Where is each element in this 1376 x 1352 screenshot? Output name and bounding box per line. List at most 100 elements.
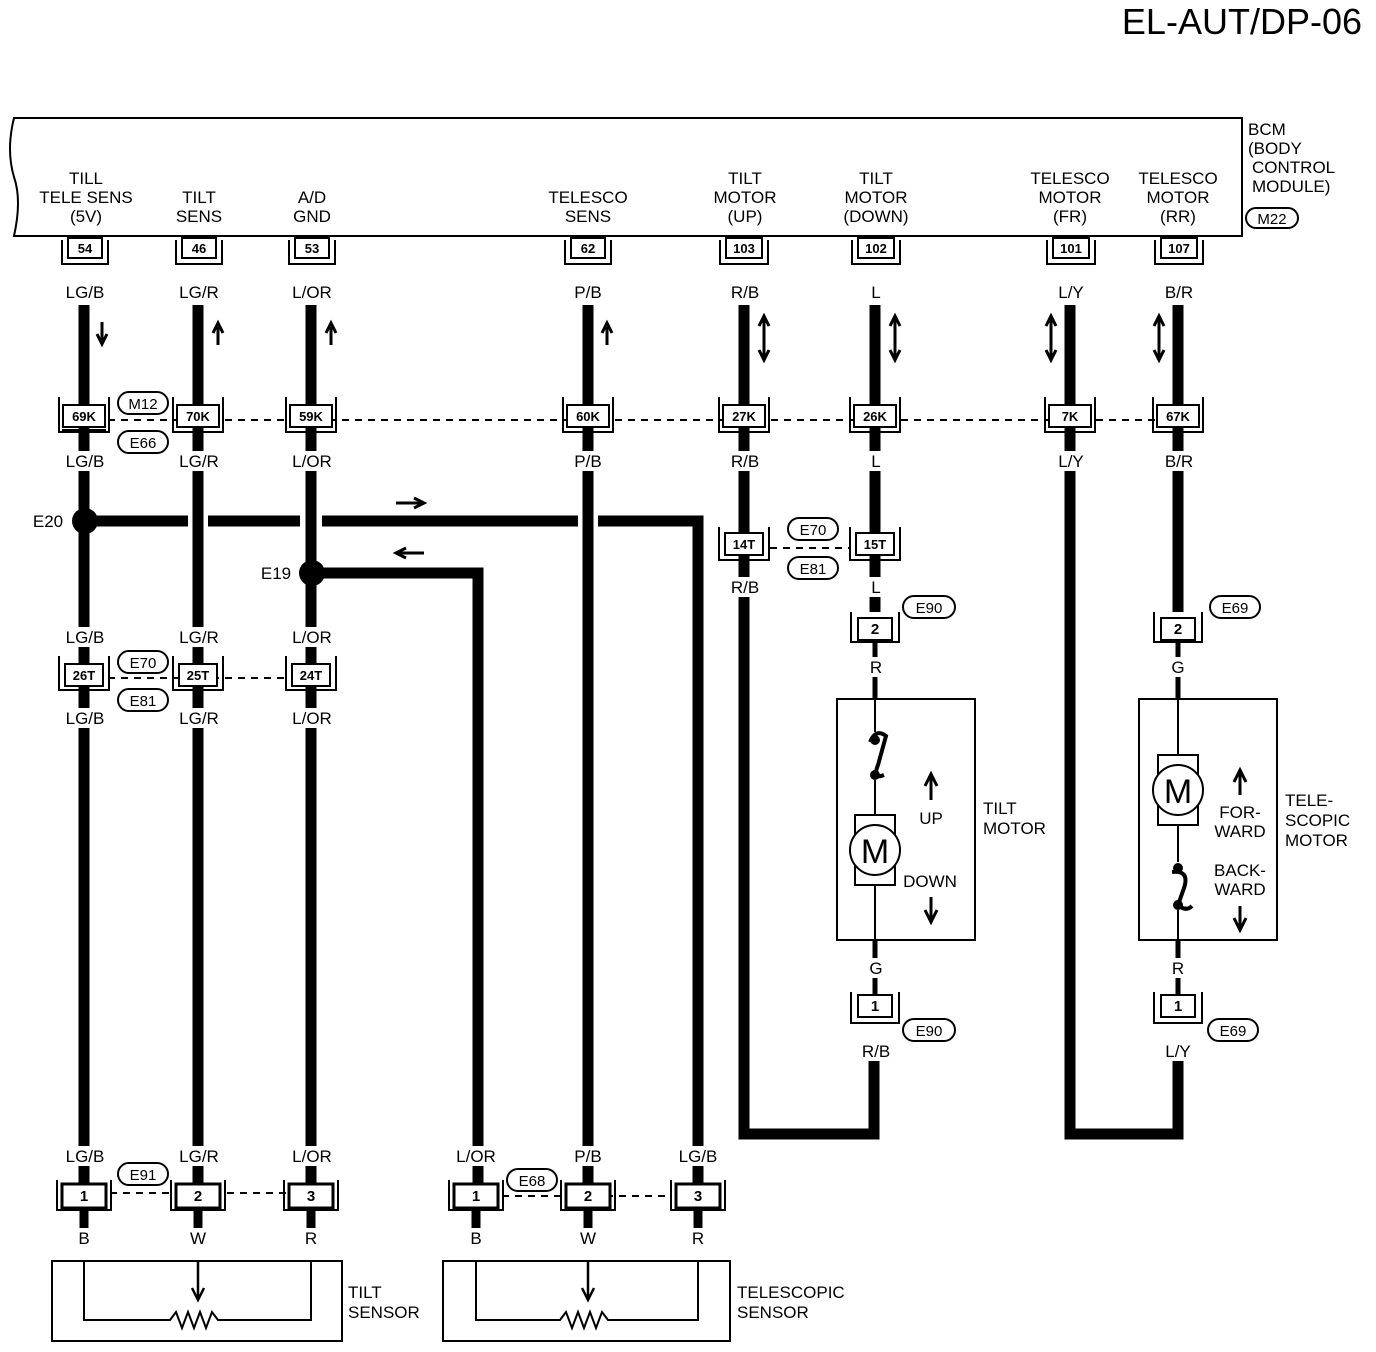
terminal-54-label-1: TILL (69, 169, 103, 188)
terminal-102-label-1: TILT (859, 169, 893, 188)
tilt-sensor-assembly: LG/B LG/R L/OR 1 2 3 E91 B W R TILT SENS… (51, 1146, 420, 1342)
up-arrow-icon (1232, 766, 1248, 795)
svg-text:LG/B: LG/B (66, 1147, 105, 1166)
terminal-103-label-1: TILT (728, 169, 762, 188)
bcm-terminal-labels: TILL TELE SENS (5V) TILT SENS A/D GND TE… (39, 169, 1217, 226)
svg-text:53: 53 (305, 241, 319, 256)
badge-e69-bottom (1207, 1018, 1259, 1042)
joint-26t: 26T (58, 656, 110, 691)
svg-text:2: 2 (1174, 621, 1182, 638)
svg-text:L/OR: L/OR (292, 628, 332, 647)
svg-text:W: W (190, 1229, 206, 1248)
splice-e20-label: E20 (33, 512, 63, 531)
joint-7k: 7K (1044, 397, 1096, 433)
joint-27k: 27K (718, 397, 770, 433)
pin-54: 54 (61, 237, 109, 265)
wire-e20-branch (84, 515, 704, 1185)
svg-text:E70: E70 (800, 522, 827, 539)
svg-text:L/OR: L/OR (292, 452, 332, 471)
telescopic-motor-pin-2: 2 (1153, 612, 1203, 643)
telescopic-motor-name-3: MOTOR (1285, 831, 1348, 850)
svg-text:FOR-: FOR- (1219, 803, 1261, 822)
bcm-name: BCM (1248, 120, 1286, 139)
svg-text:G: G (869, 959, 882, 978)
svg-text:LG/B: LG/B (66, 628, 105, 647)
terminal-54-label-3: (5V) (70, 207, 102, 226)
svg-text:67K: 67K (1166, 409, 1190, 424)
arrow-right-icon (396, 496, 428, 510)
badge-e91 (117, 1162, 169, 1186)
svg-text:E90: E90 (916, 600, 943, 617)
joint-69k: 69K (58, 397, 110, 433)
svg-text:M: M (1164, 773, 1192, 811)
telescopic-motor-pin-1: 1 (1153, 992, 1203, 1024)
splices: E20 E19 (33, 508, 325, 586)
svg-text:7K: 7K (1062, 409, 1079, 424)
svg-text:102: 102 (865, 241, 887, 256)
telescopic-sensor-box (442, 1260, 731, 1342)
wire-e19-branch (311, 567, 484, 1185)
svg-text:E69: E69 (1222, 600, 1249, 617)
svg-text:70K: 70K (186, 409, 210, 424)
t-row-sensor-connectors: LG/B LG/R L/OR 26T 25T 24T E70 E81 LG/B … (55, 627, 342, 728)
terminal-101-label-2: MOTOR (1039, 188, 1102, 207)
svg-text:L/OR: L/OR (456, 1147, 496, 1166)
arrow-up-icon (600, 319, 614, 345)
direction-arrows (95, 312, 1166, 560)
arrow-left-icon (392, 546, 424, 560)
tilt-sensor-name-1: TILT (348, 1283, 382, 1302)
svg-text:46: 46 (192, 241, 206, 256)
telescopic-sensor-assembly: L/OR P/B LG/B 1 2 3 E68 B W R TELESCOPIC… (442, 1146, 845, 1342)
pin-103: 103 (719, 237, 769, 265)
wire-telesco-fr (1064, 305, 1184, 1140)
svg-text:B/R: B/R (1165, 283, 1193, 302)
terminal-107-label-1: TELESCO (1138, 169, 1217, 188)
badge-e81-motor (787, 556, 839, 580)
pin-46: 46 (175, 237, 223, 265)
bcm-connector-id: M22 (1257, 211, 1286, 228)
svg-text:LG/R: LG/R (179, 1147, 219, 1166)
down-arrow-icon (1232, 906, 1248, 934)
terminal-101-label-3: (FR) (1053, 207, 1087, 226)
page-code: EL-AUT/DP-06 (1122, 1, 1362, 42)
badge-e69-top (1209, 595, 1261, 619)
tilt-motor-assembly: 2 E90 R M UP DOWN TILT MOTOR G 1 E90 R/B (836, 595, 1046, 1061)
svg-text:B: B (78, 1229, 89, 1248)
terminal-107-label-2: MOTOR (1147, 188, 1210, 207)
badge-m12 (117, 391, 169, 415)
svg-text:W: W (580, 1229, 596, 1248)
bidirectional-arrow-icon (888, 312, 902, 364)
terminal-103-label-2: MOTOR (714, 188, 777, 207)
svg-text:P/B: P/B (574, 283, 601, 302)
splice-e20 (72, 508, 98, 534)
k-row-connectors: 69K 70K 59K 60K 27K 26K 7K 67K M12 E66 (58, 391, 1204, 454)
arrow-up-icon (211, 319, 225, 345)
svg-text:24T: 24T (300, 668, 322, 683)
svg-text:26K: 26K (863, 409, 887, 424)
tilt-sensor-pin-1: 1 (56, 1180, 112, 1211)
svg-text:R: R (305, 1229, 317, 1248)
pin-53: 53 (288, 237, 336, 265)
svg-text:LG/R: LG/R (179, 283, 219, 302)
tilt-motor-name-1: TILT (983, 799, 1017, 818)
motor-icon (1152, 764, 1204, 816)
svg-text:LG/B: LG/B (66, 283, 105, 302)
svg-text:L: L (871, 578, 880, 597)
pin-101: 101 (1046, 237, 1096, 265)
badge-e68 (506, 1168, 558, 1192)
svg-text:P/B: P/B (574, 452, 601, 471)
svg-text:E90: E90 (916, 1023, 943, 1040)
svg-text:L/Y: L/Y (1165, 1042, 1191, 1061)
svg-text:UP: UP (919, 809, 943, 828)
joint-59k: 59K (285, 397, 337, 433)
bcm-block (9, 117, 1243, 237)
svg-text:E68: E68 (519, 1173, 546, 1190)
bidirectional-arrow-icon (1152, 312, 1166, 364)
telescopic-sensor-pin-2: 2 (560, 1180, 616, 1211)
joint-24t: 24T (285, 656, 337, 691)
terminal-54-label-2: TELE SENS (39, 188, 133, 207)
terminal-62-label-1: TELESCO (548, 188, 627, 207)
joint-70k: 70K (172, 397, 224, 433)
badge-e66 (117, 430, 169, 454)
svg-text:E69: E69 (1220, 1023, 1247, 1040)
